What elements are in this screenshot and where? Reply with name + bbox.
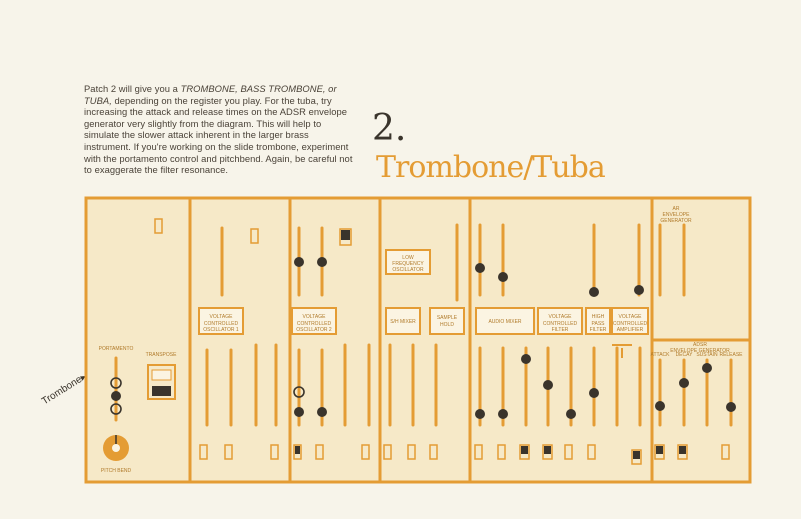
svg-text:AMPLIFIER: AMPLIFIER xyxy=(617,327,644,333)
sh-mixer-label: S/H MIXER xyxy=(390,319,416,325)
patch-name: Trombone/Tuba xyxy=(376,150,606,185)
hpf-label: HIGH xyxy=(592,314,605,320)
slider-knobs xyxy=(111,257,736,419)
svg-text:FILTER: FILTER xyxy=(552,327,569,333)
transpose-label: TRANSPOSE xyxy=(146,352,178,358)
svg-text:RELEASE: RELEASE xyxy=(719,352,743,358)
vco2-label: VOLTAGE xyxy=(303,314,327,320)
svg-text:PASS: PASS xyxy=(592,321,606,327)
svg-text:CONTROLLED: CONTROLLED xyxy=(613,321,648,327)
pitch-bend-label: PITCH BEND xyxy=(101,468,132,474)
adsr-label: ADSR xyxy=(693,342,707,348)
intro-text: Patch 2 will give you a TROMBONE, BASS T… xyxy=(84,83,356,176)
svg-text:GENERATOR: GENERATOR xyxy=(660,218,692,224)
svg-text:OSCILLATOR 1: OSCILLATOR 1 xyxy=(203,327,239,333)
ar-label: AR xyxy=(673,206,680,212)
vcf-label: VOLTAGE xyxy=(549,314,573,320)
svg-text:HOLD: HOLD xyxy=(440,322,454,328)
audio-mixer-label: AUDIO MIXER xyxy=(488,319,521,325)
svg-text:ENVELOPE GENERATOR: ENVELOPE GENERATOR xyxy=(670,348,730,354)
svg-text:CONTROLLED: CONTROLLED xyxy=(204,321,239,327)
intro-lead: Patch 2 will give you a xyxy=(84,83,181,94)
patch-number: 2. xyxy=(372,108,407,149)
lfo-label: LOW xyxy=(402,255,414,261)
portamento-label: PORTAMENTO xyxy=(99,346,134,352)
svg-text:DECAY: DECAY xyxy=(676,352,694,358)
intro-rest: depending on the register you play. For … xyxy=(84,94,353,176)
svg-text:CONTROLLED: CONTROLLED xyxy=(543,321,578,327)
intro-instruments: TROMBONE, BASS TROMBONE, or TUBA, xyxy=(84,83,337,106)
svg-text:ATTACK: ATTACK xyxy=(651,352,671,358)
svg-text:OSCILLATOR 2: OSCILLATOR 2 xyxy=(296,327,332,333)
svg-text:FILTER: FILTER xyxy=(590,327,607,333)
svg-text:SUSTAIN: SUSTAIN xyxy=(696,352,718,358)
svg-text:OSCILLATOR: OSCILLATOR xyxy=(392,267,424,273)
vco1-label: VOLTAGE xyxy=(210,314,234,320)
svg-text:FREQUENCY: FREQUENCY xyxy=(392,261,424,267)
svg-text:CONTROLLED: CONTROLLED xyxy=(297,321,332,327)
svg-text:ENVELOPE: ENVELOPE xyxy=(663,212,691,218)
sample-hold-label: SAMPLE xyxy=(437,315,458,321)
vca-label: VOLTAGE xyxy=(619,314,643,320)
